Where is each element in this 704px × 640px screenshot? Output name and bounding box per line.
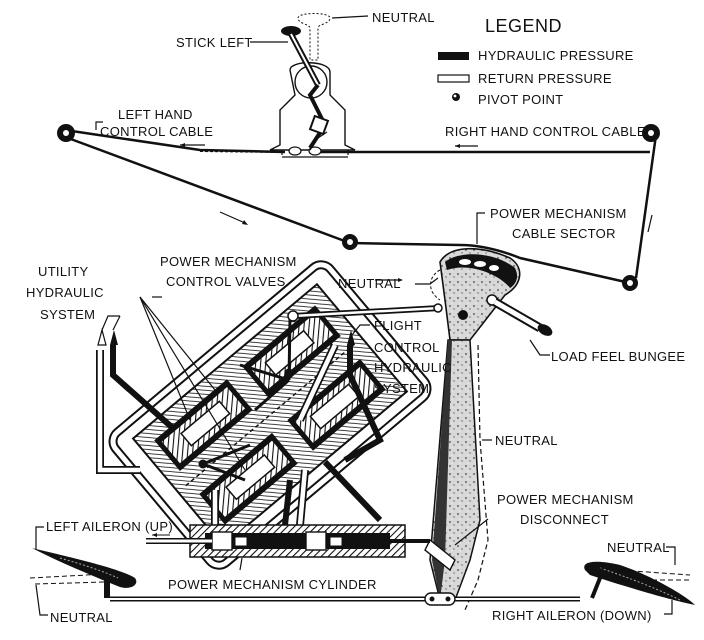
valve-linkage: [198, 303, 443, 482]
load-feel-bungee: [492, 298, 553, 336]
cable-sector-label-2: CABLE SECTOR: [512, 226, 616, 241]
cylinder-feed-lines: [211, 459, 383, 526]
legend: [437, 52, 470, 101]
neutral-sector-label: NEUTRAL: [338, 276, 401, 291]
control-valves-label-1: POWER MECHANISM: [160, 254, 297, 269]
left-hand-cable-label-1: LEFT HAND: [118, 107, 193, 122]
load-feel-bungee-label: LOAD FEEL BUNGEE: [551, 349, 686, 364]
stick-left-label: STICK LEFT: [176, 35, 253, 50]
neutral-left-aileron-label: NEUTRAL: [50, 610, 113, 625]
legend-item-pivot-point: PIVOT POINT: [478, 92, 564, 107]
pulley-center: [342, 234, 358, 250]
left-aileron: [29, 548, 137, 598]
flight-control-label-4: SYSTEM: [374, 381, 430, 396]
pivot-point-icon: [452, 93, 460, 101]
left-aileron-label: LEFT AILERON (UP): [46, 519, 173, 534]
utility-hydraulic-label-2: HYDRAULIC: [26, 285, 104, 300]
right-aileron: [584, 561, 695, 605]
right-hand-cable-label: RIGHT HAND CONTROL CABLE: [445, 124, 646, 139]
aileron-tie-rod: [110, 592, 580, 606]
neutral-arm-label: NEUTRAL: [495, 433, 558, 448]
disconnect-label-2: DISCONNECT: [520, 512, 609, 527]
legend-swatch-hydraulic: [438, 52, 469, 60]
pulley-right-top: [642, 124, 660, 142]
power-mechanism-cable-sector: [430, 247, 521, 341]
legend-title: LEGEND: [485, 16, 563, 36]
legend-swatch-return: [437, 74, 470, 83]
power-mechanism-cylinder: [146, 524, 430, 558]
flight-control-label-1: FLIGHT: [374, 318, 423, 333]
flight-control-hydraulic-lines: [296, 330, 384, 463]
right-aileron-label: RIGHT AILERON (DOWN): [492, 608, 652, 623]
neutral-right-aileron-label: NEUTRAL: [607, 540, 670, 555]
flight-control-label-3: HYDRAULIC: [374, 360, 452, 375]
utility-hydraulic-label-1: UTILITY: [38, 264, 89, 279]
neutral-stick-label: NEUTRAL: [372, 10, 435, 25]
power-mechanism-arm: [424, 339, 489, 611]
control-stick: [269, 13, 356, 158]
disconnect-label-1: POWER MECHANISM: [497, 492, 634, 507]
cable-sector-label-1: POWER MECHANISM: [490, 206, 627, 221]
power-mechanism-cylinder-label: POWER MECHANISM CYLINDER: [168, 577, 377, 592]
legend-item-return-pressure: RETURN PRESSURE: [478, 71, 612, 86]
control-valves-label-2: CONTROL VALVES: [166, 274, 286, 289]
utility-hydraulic-label-3: SYSTEM: [40, 307, 96, 322]
flight-control-label-2: CONTROL: [374, 340, 440, 355]
leader-lines: [35, 15, 676, 616]
pulley-left: [57, 124, 75, 142]
control-cable-loop: [64, 128, 658, 285]
legend-item-hydraulic-pressure: HYDRAULIC PRESSURE: [478, 48, 634, 63]
utility-hydraulic-lines: [96, 327, 177, 474]
pulley-right-bottom: [622, 275, 638, 291]
left-hand-cable-label-2: CONTROL CABLE: [100, 124, 214, 139]
